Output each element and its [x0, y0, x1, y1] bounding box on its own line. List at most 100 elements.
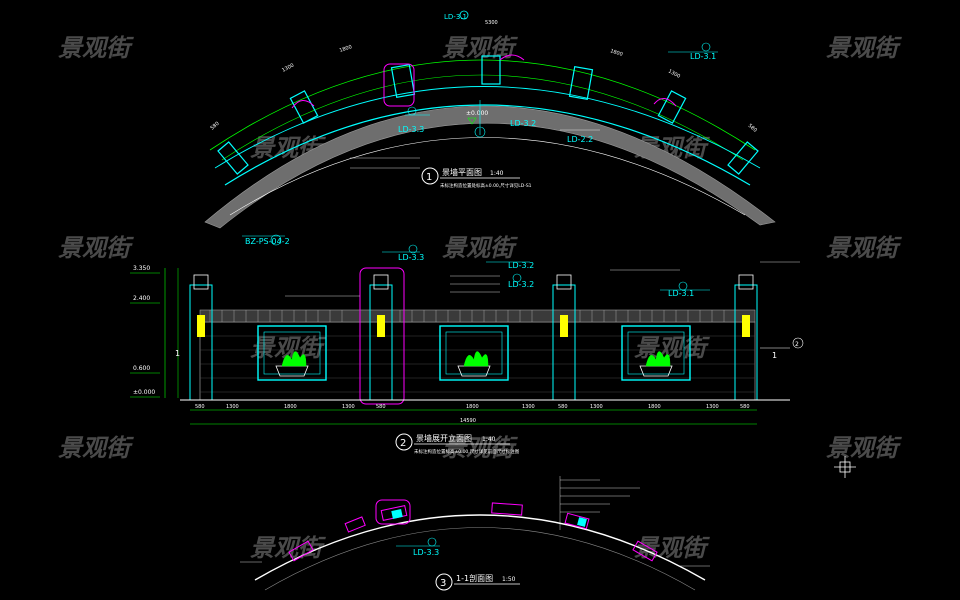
section-pillar-blocks	[391, 509, 587, 527]
section-title-number: 3	[440, 578, 446, 589]
section-detail-highlight	[375, 499, 411, 525]
dim-label: 1800	[648, 404, 661, 410]
watermark: 景观街	[442, 34, 518, 62]
plan-title-scale: 1:40	[490, 170, 504, 177]
elevation-view: 3.350 2.400 0.600 ±0.000	[130, 244, 804, 455]
watermark: 景观街	[58, 434, 134, 462]
elevation-pillar	[369, 274, 393, 401]
plan-callout-ref-33: LD-3.3	[398, 125, 424, 134]
plan-pillar	[481, 55, 501, 85]
watermark: 景观街	[442, 234, 518, 262]
elev-title-scale: 1:40	[482, 436, 496, 443]
svg-text:1300: 1300	[667, 68, 681, 79]
plan-dimension-arc-mid	[221, 74, 744, 161]
elev-callout-ref-31: LD-3.1	[668, 289, 694, 298]
section-callout-ref-33: LD-3.3	[413, 548, 439, 557]
plan-pillar	[390, 63, 416, 99]
plan-title-circle	[421, 167, 439, 185]
dim-label: 1300	[590, 404, 603, 410]
dim-label: 1300	[226, 404, 239, 410]
svg-text:5300: 5300	[485, 20, 498, 26]
plan-pillar	[727, 141, 759, 175]
plan-planter	[653, 98, 677, 107]
dim-label: 580	[740, 404, 750, 410]
dim-label: 1300	[522, 404, 535, 410]
dim-label: 580	[195, 404, 205, 410]
plan-planter	[291, 100, 315, 109]
plan-level: ±0.000	[466, 110, 488, 117]
elevation-detail-highlight	[359, 267, 405, 405]
section-title-circle	[435, 573, 453, 591]
plan-pillar	[217, 141, 249, 175]
plan-wall-band	[204, 105, 776, 229]
section-blocks	[288, 502, 658, 562]
elevation-leaders	[285, 261, 800, 297]
dim-label: 1300	[706, 404, 719, 410]
plan-title-number: 1	[426, 172, 432, 183]
elevation-callouts: LD-3.3 LD-3.2 LD-3.2 LD-3.1	[382, 244, 710, 298]
section-view: LD-3.3 3 1-1剖面图 1:50	[240, 476, 710, 591]
plan-callout-ref-22: LD-2.2	[567, 135, 593, 144]
plan-title-note: 未标注构造位置处标高±0.00,尺寸详见LD-S1	[440, 182, 532, 189]
dim-label: 1300	[342, 404, 355, 410]
plan-callout-ref-31: LD-3.1	[690, 52, 716, 61]
plan-top-ref-circle	[459, 10, 469, 20]
dim-label: 580	[558, 404, 568, 410]
section-note-leaders	[240, 476, 710, 567]
plan-wall-edge-inner	[224, 104, 751, 186]
svg-text:1800: 1800	[339, 44, 353, 54]
plan-dimension-labels: 1300 1800 5300 1800 1300 580 580	[209, 20, 757, 134]
planter-panel	[439, 325, 509, 381]
crosshair-cursor-icon	[834, 456, 856, 478]
plan-view: 1300 1800 5300 1800 1300 580 580 LD-3.1 …	[204, 10, 776, 246]
plan-detail-highlight	[383, 63, 415, 107]
plan-planters	[291, 54, 677, 109]
elev-callout-ref-32a: LD-3.2	[508, 261, 534, 270]
elevation-coping-hatch	[209, 310, 725, 322]
elev-section-mark-right: 1	[772, 351, 777, 360]
elev-title-number: 2	[400, 438, 406, 449]
section-arc-inner	[264, 527, 696, 591]
section-arc-outer	[254, 514, 706, 581]
planter-panel	[257, 325, 327, 381]
elevation-total-dimension: 14590	[460, 418, 476, 424]
svg-text:1300: 1300	[281, 62, 295, 73]
plan-top-ref: LD-3.1	[444, 13, 467, 21]
elev-section-mark-left: 1	[175, 349, 180, 358]
level-label: 2.400	[133, 295, 150, 302]
plan-title-text: 景墙平面图	[442, 167, 482, 177]
plan-callouts: LD-3.1 LD-3.3 LD-3.2 LD-2.2 ±0.000	[398, 42, 718, 144]
elevation-pillar	[552, 274, 576, 401]
watermark: 景观街	[58, 234, 134, 262]
elevation-levels: 3.350 2.400 0.600 ±0.000	[130, 265, 160, 398]
elevation-dimension-labels: 580 1300 1800 1300 580 1800 1300 580 130…	[195, 404, 750, 410]
plan-leaders	[350, 129, 600, 169]
elevation-pillar	[734, 274, 758, 401]
watermark: 景观街	[634, 334, 710, 362]
watermark: 景观街	[250, 534, 326, 562]
watermark: 景观街	[442, 434, 518, 462]
elevation-coping	[199, 309, 756, 323]
level-label: ±0.000	[133, 389, 155, 396]
plan-callout-ref-32: LD-3.2	[510, 119, 536, 128]
level-label: 3.350	[133, 265, 150, 272]
elev-callout-ref-32b: LD-3.2	[508, 280, 534, 289]
watermark: 景观街	[634, 534, 710, 562]
watermark: 景观街	[826, 34, 902, 62]
plan-pillar	[568, 65, 594, 101]
elev-title-text: 景墙展开立面图	[416, 433, 472, 443]
watermark: 景观街	[826, 434, 902, 462]
elev-circle-right: 2	[795, 341, 799, 348]
section-title-text: 1-1剖面图	[456, 573, 493, 583]
plan-planter	[499, 54, 525, 61]
svg-text:580: 580	[209, 121, 220, 132]
svg-text:580: 580	[747, 123, 758, 134]
plan-wall-edge-outer	[214, 86, 761, 169]
elevation-pillar	[189, 274, 213, 401]
dim-label: 1800	[466, 404, 479, 410]
plan-pillar	[289, 90, 319, 124]
planter-panel	[621, 325, 691, 381]
elevation-planter-panels	[257, 325, 691, 381]
plan-sub-ref: BZ-PS-04-2	[245, 237, 290, 246]
